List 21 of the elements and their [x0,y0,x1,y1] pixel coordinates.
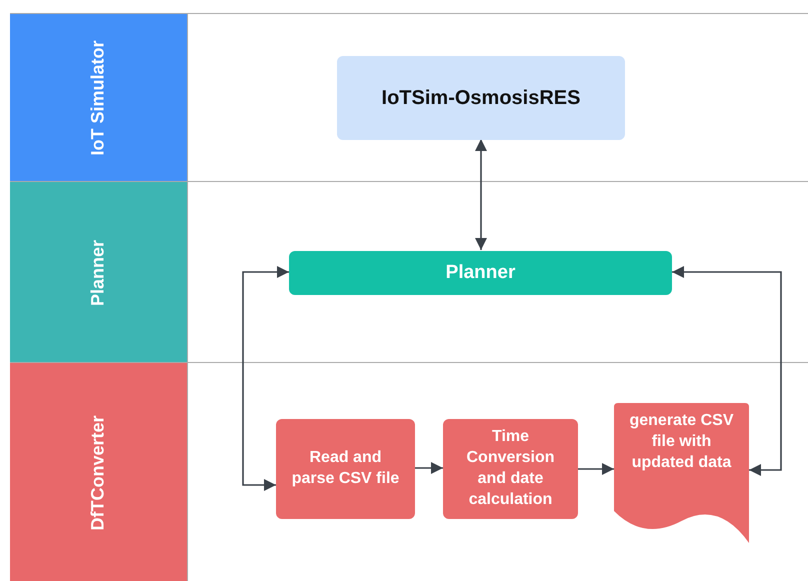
swimlane [10,13,808,181]
lane-title: IoT Simulator [88,40,108,156]
arrow [415,462,443,474]
document-shape [614,403,749,543]
arrow [672,266,782,476]
node-label: Read and parse CSV file [290,448,400,489]
lane-title: DfTConverter [88,415,108,530]
process-box [276,419,415,519]
swimlane [10,362,808,581]
process-box [337,56,625,140]
arrow [578,463,614,475]
node-label: generate CSV file with updated data [628,411,735,473]
process-box [289,251,672,295]
lane-title: Planner [88,239,108,306]
node-label: Time Conversion and date calculation [465,427,556,510]
node-label: Planner [446,260,516,285]
node-label: IoTSim-OsmosisRES [382,86,580,111]
arrow [242,266,289,491]
process-box [443,419,578,519]
swimlane [10,181,808,362]
arrow [475,139,487,250]
